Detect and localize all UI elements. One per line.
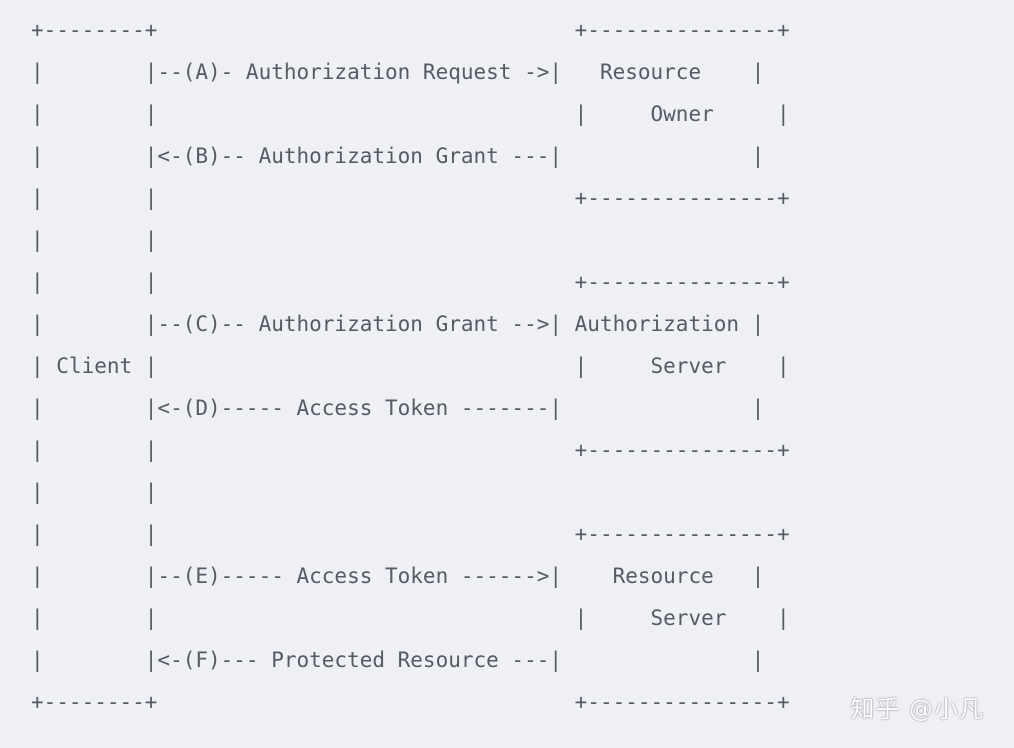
diagram-line-16: | |<-(F)--- Protected Resource ---| | <box>31 648 765 672</box>
diagram-line-6: | | <box>31 228 158 252</box>
diagram-line-1: +--------+ +---------------+ <box>31 18 790 42</box>
diagram-line-4: | |<-(B)-- Authorization Grant ---| | <box>31 144 765 168</box>
diagram-line-3: | | | Owner | <box>31 102 790 126</box>
diagram-line-9: | Client | | Server | <box>31 354 790 378</box>
watermark: 知乎 @小凡 <box>846 686 988 726</box>
diagram-line-14: | |--(E)----- Access Token ------>| Reso… <box>31 564 765 588</box>
diagram-line-13: | | +---------------+ <box>31 522 790 546</box>
diagram-line-5: | | +---------------+ <box>31 186 790 210</box>
diagram-line-8: | |--(C)-- Authorization Grant -->| Auth… <box>31 312 765 336</box>
diagram-line-15: | | | Server | <box>31 606 790 630</box>
diagram-line-7: | | +---------------+ <box>31 270 790 294</box>
diagram-line-10: | |<-(D)----- Access Token -------| | <box>31 396 765 420</box>
diagram-line-2: | |--(A)- Authorization Request ->| Reso… <box>31 60 765 84</box>
diagram-line-11: | | +---------------+ <box>31 438 790 462</box>
diagram-line-12: | | <box>31 480 158 504</box>
diagram-line-17: +--------+ +---------------+ <box>31 690 790 714</box>
ascii-diagram: +--------+ +---------------+ | |--(A)- Au… <box>31 9 790 723</box>
